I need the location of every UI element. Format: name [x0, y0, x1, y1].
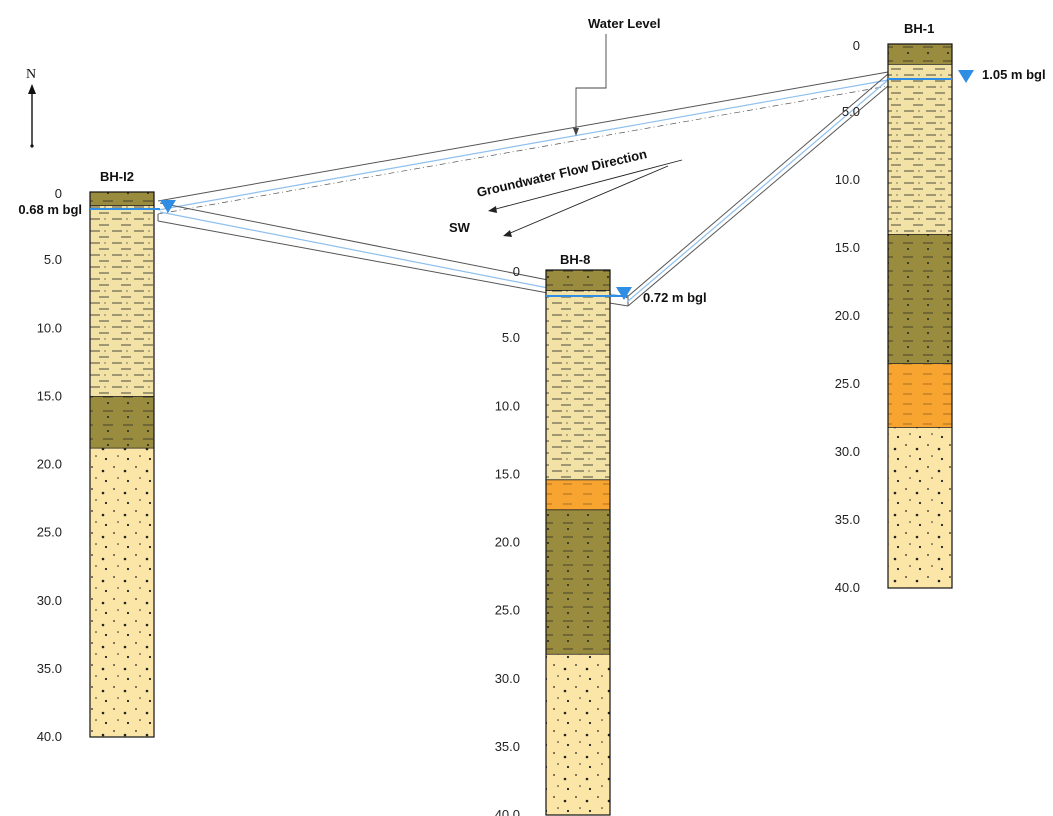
water-level-label: Water Level: [588, 16, 661, 31]
depth-label: 35.0: [495, 739, 520, 754]
borehole-outline: [545, 269, 611, 816]
depth-label: 15.0: [37, 388, 62, 403]
north-arrow: N: [26, 67, 36, 148]
depth-label: 10.0: [37, 320, 62, 335]
flow-direction-group: Groundwater Flow Direction SW: [449, 146, 683, 237]
depth-label: 25.0: [835, 376, 860, 391]
water-level-callout: Water Level: [573, 16, 661, 136]
plane-edge-bh-8-bh-1-upper: [625, 73, 889, 299]
water-level-triangle-icon: [616, 287, 632, 300]
depth-label: 20.0: [495, 535, 520, 550]
depth-label: 0: [853, 38, 860, 53]
layer-pattern-silt: [888, 44, 952, 65]
water-line-bh-i2-bh-8: [159, 211, 549, 289]
layer-pattern-clay: [888, 64, 952, 235]
layer-pattern-silt: [888, 234, 952, 364]
flow-arrow-2: [507, 165, 669, 235]
depth-label: 10.0: [495, 398, 520, 413]
water-level-text: 1.05 m bgl: [982, 67, 1046, 82]
borehole-bh-1: 0 5.0 10.0 15.0 20.0 25.0 30.0 35.0 40.0 BH-1 1.05…: [835, 21, 1046, 595]
depth-label: 25.0: [495, 603, 520, 618]
layer-pattern-silt: [546, 270, 610, 291]
borehole-name: BH-I2: [100, 169, 134, 184]
layer-pattern-clay: [90, 205, 154, 397]
depth-label: 15.0: [495, 466, 520, 481]
depth-label: 5.0: [502, 330, 520, 345]
depth-label: 25.0: [37, 525, 62, 540]
borehole-bh-8: 0 5.0 10.0 15.0 20.0 25.0 30.0 35.0 40.0 BH-8 0.72…: [495, 252, 707, 816]
layer-pattern-orange: [888, 363, 952, 428]
depth-label: 40.0: [835, 580, 860, 595]
depth-label: 40.0: [37, 729, 62, 744]
depth-label: 15.0: [835, 240, 860, 255]
flow-arrowhead-2-icon: [503, 230, 512, 237]
depth-label: 5.0: [44, 252, 62, 267]
water-level-text: 0.72 m bgl: [643, 290, 707, 305]
depth-label: 0: [55, 186, 62, 201]
plane-edge-bh-i2-bh-8-lower: [157, 220, 549, 294]
layer-pattern-sand: [546, 654, 610, 815]
layer-pattern-orange: [546, 479, 610, 510]
plane-edge-dashed: [157, 85, 889, 215]
depth-label: 10.0: [835, 172, 860, 187]
water-level-leader: [575, 34, 607, 132]
layer-pattern-silt: [90, 396, 154, 449]
flow-arrowhead-1-icon: [488, 206, 497, 213]
north-arrow-tail: [30, 144, 34, 148]
depth-label: 20.0: [835, 308, 860, 323]
water-line-bh-i2-bh-1: [157, 79, 889, 211]
depth-label: 35.0: [37, 661, 62, 676]
plane-edge-top: [157, 71, 889, 202]
layer-pattern-clay: [546, 290, 610, 480]
layer-pattern-sand: [888, 427, 952, 588]
plane-edge-bh-i2-bh-8-upper: [159, 202, 549, 281]
north-arrowhead-icon: [28, 84, 36, 94]
water-level-plane: [157, 71, 889, 307]
borehole-outline: [887, 43, 953, 589]
layer-pattern-silt: [90, 192, 154, 206]
flow-arrow-1: [491, 159, 683, 211]
plane-edge-bh-8-bh-1-lower: [627, 85, 889, 307]
layer-pattern-sand: [90, 448, 154, 737]
layer-pattern-silt: [546, 509, 610, 655]
water-level-triangle-icon: [958, 70, 974, 83]
borehole-name: BH-1: [904, 21, 934, 36]
water-line-bh-8-bh-1: [626, 79, 889, 303]
depth-label: 40.0: [495, 807, 520, 816]
sw-label: SW: [449, 220, 471, 235]
water-level-arrowhead-icon: [573, 128, 579, 136]
water-level-text: 0.68 m bgl: [18, 202, 82, 217]
depth-label: 30.0: [37, 593, 62, 608]
depth-label: 35.0: [835, 512, 860, 527]
borehole-outline: [89, 191, 155, 738]
depth-label: 5.0: [842, 104, 860, 119]
depth-label: 30.0: [835, 444, 860, 459]
borehole-bh-i2: 0 5.0 10.0 15.0 20.0 25.0 30.0 35.0 40.0 BH-I2 0.6…: [18, 169, 176, 744]
water-level-triangle-icon: [160, 200, 176, 213]
depth-label: 0: [513, 264, 520, 279]
borehole-name: BH-8: [560, 252, 590, 267]
north-label: N: [26, 67, 36, 82]
depth-label: 20.0: [37, 457, 62, 472]
depth-label: 30.0: [495, 671, 520, 686]
